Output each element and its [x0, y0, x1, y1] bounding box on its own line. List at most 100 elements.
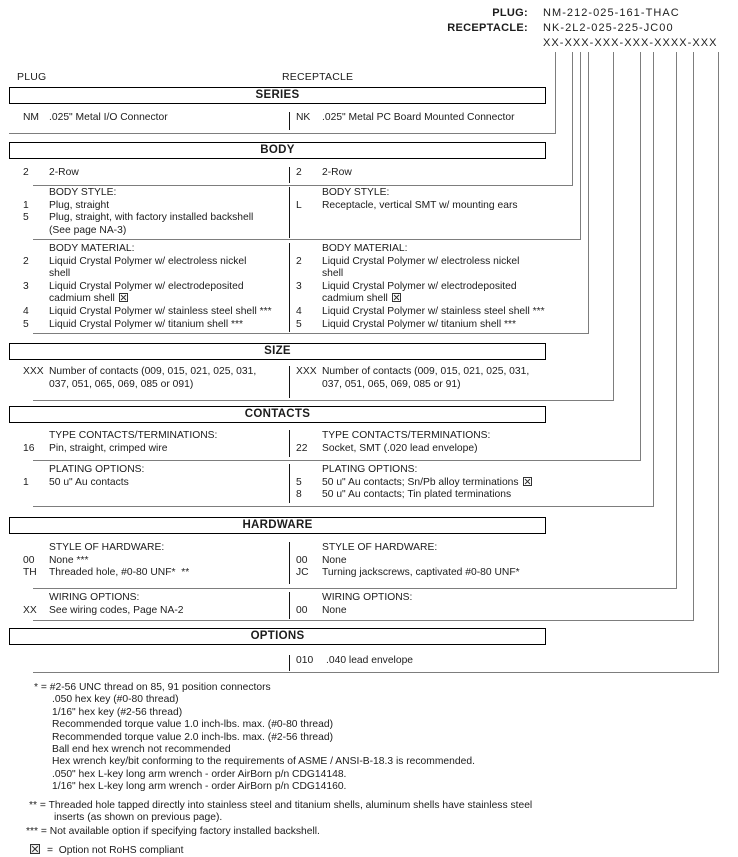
item-code: 5 — [23, 318, 29, 330]
item-desc: Liquid Crystal Polymer w/ electroless ni… — [322, 255, 520, 267]
footnote-line: ** = Threaded hole tapped directly into … — [29, 799, 533, 811]
hardware-style-receptacle-header: STYLE OF HARDWARE: — [322, 542, 438, 553]
item-desc-cont: cadmium shell — [322, 293, 548, 306]
item-desc: Liquid Crystal Polymer w/ electrodeposit… — [322, 280, 517, 292]
body-style-plug-item-note: (See page NA-3) — [49, 224, 127, 236]
item-desc-cont: shell — [49, 268, 71, 280]
item-code: XXX — [23, 366, 44, 377]
receptacle-part-number-label: RECEPTACLE: — [447, 22, 528, 34]
footnote-line: 1/16" hex L-key long arm wrench - order … — [52, 781, 347, 793]
size-section-header: SIZE — [9, 343, 546, 360]
options-receptacle-item: 010.040 lead envelope — [290, 655, 548, 668]
item-desc: cadmium shell — [322, 293, 388, 305]
footnote-line: Hex wrench key/bit conforming to the req… — [52, 756, 475, 768]
item-code: 4 — [23, 305, 29, 317]
separator-plating — [33, 506, 654, 507]
connector-line-body-material — [588, 52, 589, 334]
hardware-style-plug-header: STYLE OF HARDWARE: — [49, 542, 165, 553]
connector-line-hardware-style — [676, 52, 677, 589]
plug-part-number-label: PLUG: — [492, 7, 528, 19]
series-receptacle-desc: .025" Metal PC Board Mounted Connector — [322, 112, 515, 123]
item-code: 16 — [23, 442, 35, 454]
body-row-receptacle-column: 2 2-Row — [289, 167, 548, 183]
hardware-style-block: STYLE OF HARDWARE: 00 None *** TH Threaded… — [9, 542, 548, 584]
plug-column-label: PLUG — [17, 71, 47, 83]
contacts-type-plug-header: TYPE CONTACTS/TERMINATIONS: — [49, 430, 218, 441]
separator-hardware-style — [33, 588, 677, 589]
hardware-style-plug-item: TH Threaded hole, #0-80 UNF* ** — [9, 567, 289, 580]
item-desc: Socket, SMT (.020 lead envelope) — [322, 442, 478, 454]
item-code: 00 — [296, 554, 308, 566]
series-receptacle-code: NK — [296, 112, 311, 123]
body-material-plug-header: BODY MATERIAL: — [49, 243, 135, 254]
item-desc: None *** — [49, 554, 89, 566]
hardware-style-plug-column: STYLE OF HARDWARE: 00 None *** TH Threaded… — [9, 542, 289, 584]
item-desc-cont: shell — [322, 268, 344, 280]
connector-line-wiring — [693, 52, 694, 621]
item-desc: Threaded hole, #0-80 UNF* ** — [49, 567, 190, 579]
item-desc: Liquid Crystal Polymer w/ stainless stee… — [49, 305, 272, 317]
body-style-plug-item: 1 Plug, straight — [9, 200, 289, 213]
series-receptacle-column: NK .025" Metal PC Board Mounted Connector — [289, 112, 548, 130]
item-desc: Plug, straight — [49, 199, 110, 211]
item-code: JC — [296, 567, 309, 579]
footnote-line: .050 hex key (#0-80 thread) — [52, 694, 179, 706]
item-code: L — [296, 199, 302, 211]
options-section-header: OPTIONS — [9, 628, 546, 645]
options-block: 010.040 lead envelope — [9, 655, 548, 671]
item-desc: Liquid Crystal Polymer w/ titanium shell… — [49, 318, 243, 330]
wiring-plug-header: WIRING OPTIONS: — [49, 592, 140, 603]
item-desc: Turning jackscrews, captivated #0-80 UNF… — [322, 567, 520, 579]
item-code: 1 — [23, 199, 29, 211]
plating-receptacle-header: PLATING OPTIONS: — [322, 464, 418, 475]
item-desc-cont: 037, 051, 065, 069, 085 or 91) — [322, 378, 461, 390]
body-row-receptacle-code: 2 — [296, 167, 302, 178]
item-code: TH — [23, 567, 37, 579]
body-row-plug-code: 2 — [23, 167, 29, 178]
hardware-section-header: HARDWARE — [9, 517, 546, 534]
footnotes: * = #2-56 UNC thread on 85, 91 position … — [0, 682, 738, 857]
options-plug-column — [9, 655, 289, 671]
connector-line-body-style — [580, 52, 581, 240]
series-receptacle-item: NK .025" Metal PC Board Mounted Connector — [290, 112, 548, 125]
item-code: 3 — [23, 280, 29, 292]
footnote-line: .050" hex L-key long arm wrench - order … — [52, 768, 347, 780]
not-rohs-icon — [30, 843, 40, 854]
separator-wiring — [33, 620, 694, 621]
item-desc-cont: cadmium shell — [49, 293, 289, 306]
item-desc: 50 u" Au contacts; Sn/Pb alloy terminati… — [322, 476, 519, 488]
item-desc: Liquid Crystal Polymer w/ stainless stee… — [322, 305, 545, 317]
wiring-receptacle-header: WIRING OPTIONS: — [322, 592, 413, 603]
body-row-receptacle-desc: 2-Row — [322, 167, 352, 178]
item-code: 00 — [296, 604, 308, 616]
item-code: 3 — [296, 280, 302, 292]
item-code: 2 — [296, 255, 302, 267]
body-material-plug-item: 5 Liquid Crystal Polymer w/ titanium shel… — [9, 319, 289, 332]
item-code: XXX — [296, 366, 317, 377]
separator-series — [9, 133, 556, 134]
contacts-section-header: CONTACTS — [9, 406, 546, 423]
item-desc: cadmium shell — [49, 293, 115, 305]
receptacle-column-label: RECEPTACLE — [282, 71, 354, 83]
options-receptacle-column: 010.040 lead envelope — [289, 655, 548, 671]
receptacle-part-number-value: NK-2L2-025-225-JC00 — [543, 22, 674, 34]
item-code: 00 — [23, 554, 35, 566]
body-style-receptacle-header: BODY STYLE: — [322, 187, 390, 198]
footnote-rohs-legend: = Option not RoHS compliant — [30, 843, 738, 857]
item-code: 4 — [296, 305, 302, 317]
